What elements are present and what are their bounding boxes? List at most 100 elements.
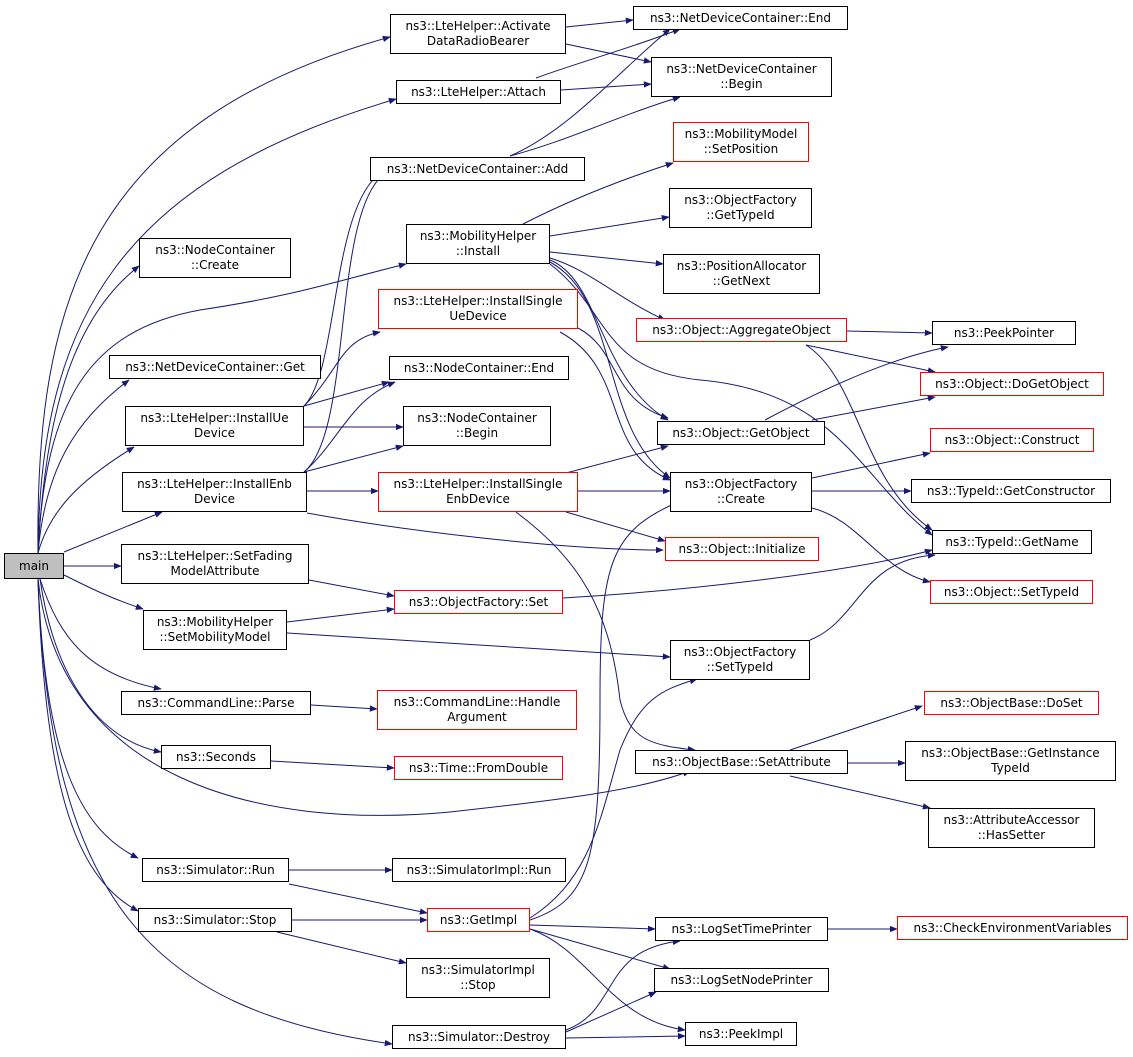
node-peekimpl[interactable]: ns3::PeekImpl xyxy=(685,1022,797,1046)
edge-activate-ndcend xyxy=(565,17,634,28)
node-ndc-begin[interactable]: ns3::NetDeviceContainer ::Begin xyxy=(651,57,832,97)
node-sim-run[interactable]: ns3::Simulator::Run xyxy=(142,858,289,882)
node-get-impl[interactable]: ns3::GetImpl xyxy=(427,908,530,932)
node-mobility-install[interactable]: ns3::MobilityHelper ::Install xyxy=(406,224,550,264)
node-of-settypeid[interactable]: ns3::ObjectFactory ::SetTypeId xyxy=(670,640,810,680)
edge-main-attach xyxy=(37,97,397,554)
node-install-single-enb[interactable]: ns3::LteHelper::InstallSingle EnbDevice xyxy=(378,472,578,512)
node-of-set[interactable]: ns3::ObjectFactory::Set xyxy=(394,590,563,614)
node-time-fromdouble[interactable]: ns3::Time::FromDouble xyxy=(394,756,563,780)
edge-aggregate-dogetobject xyxy=(805,344,936,374)
edge-ienb-initialize xyxy=(306,512,664,554)
node-log-timeprinter[interactable]: ns3::LogSetTimePrinter xyxy=(655,917,828,941)
edge-main-seconds xyxy=(39,578,162,754)
edge-mob-ofcreate xyxy=(549,261,671,479)
edge-getimpl-peekimpl xyxy=(529,928,686,1033)
edge-simdestroy-nodeprinter xyxy=(565,991,657,1033)
edge-seconds-fromdouble xyxy=(270,760,395,771)
node-install-ue[interactable]: ns3::LteHelper::InstallUe Device xyxy=(125,406,304,446)
edge-ofcreate-construct xyxy=(811,451,931,479)
node-nc-end[interactable]: ns3::NodeContainer::End xyxy=(389,356,569,380)
edge-settypeid-getname xyxy=(809,552,936,641)
node-set-mobility[interactable]: ns3::MobilityHelper ::SetMobilityModel xyxy=(143,610,287,650)
edge-mob-getobject xyxy=(549,259,669,421)
edge-ienb-ncend xyxy=(303,381,396,473)
edge-mob-aggregate xyxy=(549,257,666,321)
edge-setattr-hassetter xyxy=(789,775,931,810)
edge-simstop-simimplstop xyxy=(276,931,407,965)
node-mm-setpos[interactable]: ns3::MobilityModel ::SetPosition xyxy=(673,122,809,162)
node-ob-setattr[interactable]: ns3::ObjectBase::SetAttribute xyxy=(635,750,848,774)
node-obj-dogetobject[interactable]: ns3::Object::DoGetObject xyxy=(920,372,1104,396)
edge-setattr-doset xyxy=(789,705,923,751)
node-attach[interactable]: ns3::LteHelper::Attach xyxy=(396,80,561,104)
edge-simrun-getimpl xyxy=(288,883,428,915)
edge-aggregate-getname xyxy=(805,344,933,531)
edge-main-activate xyxy=(37,35,391,554)
edge-getimpl-settypeid xyxy=(529,677,698,919)
edge-isenb-initialize xyxy=(565,511,666,543)
node-sim-destroy[interactable]: ns3::Simulator::Destroy xyxy=(392,1025,566,1049)
edge-add-ndcend xyxy=(509,28,671,157)
edge-isenb-getobject xyxy=(565,444,669,474)
node-seconds[interactable]: ns3::Seconds xyxy=(161,745,271,769)
node-ndc-get[interactable]: ns3::NetDeviceContainer::Get xyxy=(109,355,321,379)
node-ob-getinstance[interactable]: ns3::ObjectBase::GetInstance TypeId xyxy=(905,741,1116,781)
edge-ienb-ncbegin xyxy=(303,444,404,473)
edge-setmob-settypeid xyxy=(286,632,671,660)
node-check-env[interactable]: ns3::CheckEnvironmentVariables xyxy=(897,916,1128,940)
edge-add-ndcbegin xyxy=(509,96,681,157)
node-aa-hassetter[interactable]: ns3::AttributeAccessor ::HasSetter xyxy=(928,808,1095,848)
edge-setmob-ofset xyxy=(286,606,395,623)
edge-main-setattr xyxy=(37,578,691,816)
node-typeid-getname[interactable]: ns3::TypeId::GetName xyxy=(932,530,1092,554)
edge-main-installenb xyxy=(63,511,163,553)
node-pa-getnext[interactable]: ns3::PositionAllocator ::GetNext xyxy=(663,254,820,294)
node-nc-create[interactable]: ns3::NodeContainer ::Create xyxy=(139,238,291,278)
edge-main-ndcget xyxy=(37,379,130,554)
node-set-fading[interactable]: ns3::LteHelper::SetFading ModelAttribute xyxy=(121,544,309,584)
node-simimpl-run[interactable]: ns3::SimulatorImpl::Run xyxy=(392,858,566,882)
edge-main-parse xyxy=(39,578,162,691)
edge-ofcreate-setttypeid xyxy=(811,507,931,584)
node-main[interactable]: main xyxy=(4,553,64,579)
node-obj-settypeid[interactable]: ns3::Object::SetTypeId xyxy=(930,580,1093,604)
node-ob-doset[interactable]: ns3::ObjectBase::DoSet xyxy=(924,691,1099,715)
edge-iue-ncend xyxy=(303,380,390,407)
edge-fading-ofset xyxy=(308,579,395,598)
edge-main-mobinstall xyxy=(37,262,407,554)
edge-ienb-add xyxy=(303,169,391,473)
edge-iue-add xyxy=(303,169,386,407)
edge-isue-getobject xyxy=(577,327,669,419)
node-typeid-getctor[interactable]: ns3::TypeId::GetConstructor xyxy=(911,479,1111,503)
node-obj-construct[interactable]: ns3::Object::Construct xyxy=(930,428,1094,452)
node-obj-initialize[interactable]: ns3::Object::Initialize xyxy=(665,537,819,561)
edge-getimpl-nodeprinter xyxy=(529,928,671,971)
node-of-gettypeid[interactable]: ns3::ObjectFactory ::GetTypeId xyxy=(669,188,812,228)
node-of-create[interactable]: ns3::ObjectFactory ::Create xyxy=(670,472,812,512)
node-sim-stop[interactable]: ns3::Simulator::Stop xyxy=(138,908,292,932)
node-peekpointer[interactable]: ns3::PeekPointer xyxy=(932,321,1076,345)
edge-getimpl-timeprinter xyxy=(529,924,656,932)
node-ndc-end[interactable]: ns3::NetDeviceContainer::End xyxy=(633,6,848,30)
node-activate-drb[interactable]: ns3::LteHelper::Activate DataRadioBearer xyxy=(390,14,566,54)
node-obj-getobject[interactable]: ns3::Object::GetObject xyxy=(657,421,825,445)
edge-main-simrun xyxy=(37,578,139,859)
node-nc-begin[interactable]: ns3::NodeContainer ::Begin xyxy=(403,406,551,446)
node-ndc-add[interactable]: ns3::NetDeviceContainer::Add xyxy=(370,157,585,181)
edge-simdestroy-peekimpl xyxy=(565,1032,686,1040)
edge-parse-handle xyxy=(310,704,378,712)
node-obj-aggregate[interactable]: ns3::Object::AggregateObject xyxy=(636,318,847,342)
node-log-nodeprinter[interactable]: ns3::LogSetNodePrinter xyxy=(654,968,829,992)
node-cl-parse[interactable]: ns3::CommandLine::Parse xyxy=(121,691,311,715)
node-simimpl-stop[interactable]: ns3::SimulatorImpl ::Stop xyxy=(406,958,550,998)
edge-iue-isue xyxy=(303,330,381,407)
node-cl-handle[interactable]: ns3::CommandLine::Handle Argument xyxy=(377,690,577,730)
node-install-enb[interactable]: ns3::LteHelper::InstallEnb Device xyxy=(122,472,307,512)
edge-mob-setpos xyxy=(522,162,674,225)
edge-aggregate-peekpointer xyxy=(846,329,933,337)
node-install-single-ue[interactable]: ns3::LteHelper::InstallSingle UeDevice xyxy=(378,289,578,329)
edge-isue-ofcreate xyxy=(559,331,671,481)
